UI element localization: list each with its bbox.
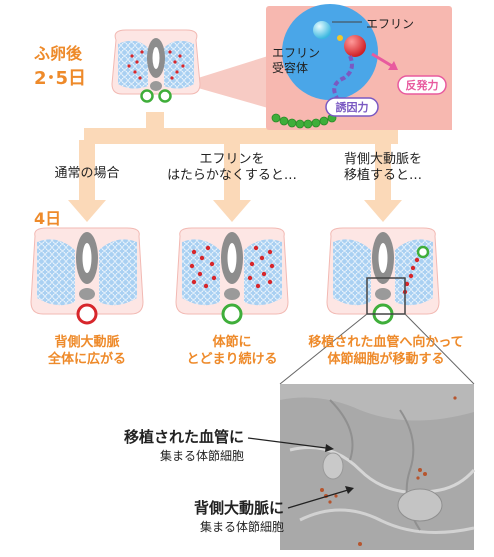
embryo-ephrin-blocked [175, 227, 289, 325]
embryo-aorta-graft [326, 227, 440, 325]
annotation-graft-sub: 集まる体節細胞 [159, 449, 244, 463]
annotation-aorta-sub: 集まる体節細胞 [199, 520, 284, 534]
result-ephrin-line1: 体節に [212, 335, 252, 350]
annotation-graft-main: 移植された血管に [123, 428, 244, 446]
condition-normal-line1: 通常の場合 [54, 166, 120, 181]
flow-arrows [68, 112, 402, 222]
result-graft-line2: 体節細胞が移動する [327, 352, 445, 367]
result-ephrin-line2: とどまり続ける [186, 352, 278, 367]
result-normal-line1: 背側大動脈 [54, 335, 120, 350]
condition-ephrin: エフリンを はたらかなくすると… [152, 152, 312, 184]
annotation-aorta: 背側大動脈に 集まる体節細胞 [132, 497, 284, 535]
condition-graft: 背側大動脈を 移植すると… [318, 152, 448, 184]
zoom-connector [198, 56, 268, 108]
condition-ephrin-line2: はたらかなくすると… [167, 168, 297, 183]
zoom-line-left [279, 313, 368, 385]
inset-ephrin-label: エフリン [366, 17, 415, 31]
result-normal-line2: 全体に広がる [47, 352, 126, 367]
stage1-line1: ふ卵後 [34, 44, 83, 63]
annotation-graft: 移植された血管に 集まる体節細胞 [92, 426, 244, 464]
attraction-label: 誘因力 [335, 101, 369, 114]
embryo-day2-5 [111, 29, 201, 103]
repulsion-label: 反発力 [405, 79, 439, 92]
embryo-normal [30, 227, 144, 325]
condition-graft-line1: 背側大動脈を [343, 152, 422, 167]
inset-panel [266, 4, 452, 130]
inset-receptor-line2: 受容体 [272, 61, 309, 75]
stage2-label: 4日 [34, 209, 62, 228]
annotation-aorta-main: 背側大動脈に [193, 499, 284, 517]
result-graft: 移植された血管へ向かって 体節細胞が移動する [288, 334, 484, 368]
condition-ephrin-line1: エフリンを [199, 152, 265, 167]
attraction-path [325, 55, 354, 110]
red-cell-ball [344, 35, 366, 57]
zoom-line-right [404, 313, 475, 385]
condition-graft-line2: 移植すると… [343, 168, 422, 183]
result-normal: 背側大動脈 全体に広がる [17, 334, 157, 368]
condition-normal: 通常の場合 [27, 166, 147, 182]
stage1-line2: 2･5日 [34, 68, 87, 89]
micrograph-image [247, 384, 476, 550]
inset-receptor-label: エフリン 受容体 [272, 46, 320, 76]
result-graft-line1: 移植された血管へ向かって [308, 335, 464, 350]
result-ephrin: 体節に とどまり続ける [162, 334, 302, 368]
receptor-cell [282, 4, 378, 100]
inset-receptor-line1: エフリン [272, 46, 321, 60]
ephrin-ball [313, 21, 331, 39]
